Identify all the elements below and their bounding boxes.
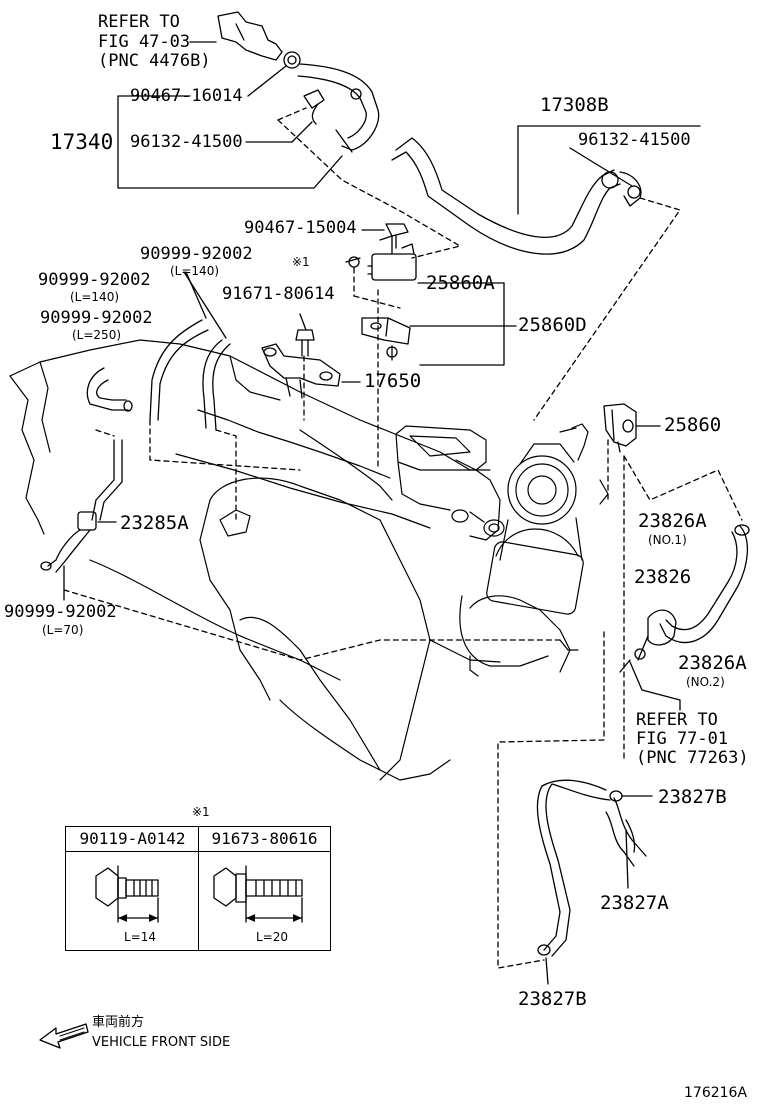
vehicle-front-arrow-icon	[39, 1023, 89, 1049]
part-17308b: 17308B	[540, 94, 609, 116]
part-90999-92002-c: 90999-92002	[40, 308, 153, 328]
table-note-mark: ※1	[192, 805, 210, 819]
part-23826: 23826	[634, 566, 692, 588]
ref-fig7701-line2: FIG 77-01	[636, 729, 729, 749]
pcv-connector	[217, 11, 301, 69]
part-90999-92002-a: 90999-92002	[140, 244, 253, 264]
ref-fig4703-line2: FIG 47-03	[98, 32, 191, 52]
part-23827b-lower: 23827B	[518, 988, 587, 1010]
table-length-1: L=14	[124, 930, 157, 944]
part-90467-15004: 90467-15004	[244, 218, 357, 238]
length-140-a: (L=140)	[170, 264, 220, 278]
table-length-2: L=20	[256, 930, 289, 944]
length-140-b: (L=140)	[70, 290, 120, 304]
vsv-25860a	[367, 235, 417, 281]
engine-block	[9, 339, 609, 781]
part-23827b-upper: 23827B	[658, 786, 727, 808]
bolt-90119-a0142	[95, 865, 159, 923]
bolt-91671-80614	[295, 329, 315, 357]
part-25860a: 25860A	[426, 272, 495, 294]
label-no2: (NO.2)	[686, 675, 725, 689]
part-90999-92002-b: 90999-92002	[38, 270, 151, 290]
vehicle-front-jp: 車両前方	[92, 1015, 145, 1030]
part-17340: 17340	[50, 130, 114, 154]
part-91671-80614: 91671-80614	[222, 284, 335, 304]
vacuum-hoses-left	[86, 319, 231, 521]
length-250: (L=250)	[72, 328, 122, 342]
part-90467-16014: 90467-16014	[130, 86, 243, 106]
part-96132-41500-b: 96132-41500	[578, 130, 691, 150]
table-column-divider	[198, 827, 199, 950]
label-no1: (NO.1)	[648, 533, 687, 547]
vsv-25860	[603, 403, 637, 453]
part-25860: 25860	[664, 414, 722, 436]
ref-fig7701-line3: (PNC 77263)	[636, 748, 749, 768]
vehicle-front-en: VEHICLE FRONT SIDE	[92, 1035, 231, 1050]
part-17650: 17650	[364, 370, 422, 392]
bracket-25860d	[361, 317, 411, 345]
clip-90467-15004	[385, 223, 409, 249]
part-96132-41500-a: 96132-41500	[130, 132, 243, 152]
part-23285a: 23285A	[120, 512, 189, 534]
bolt-size-table: 90119-A0142 91673-80616 L=14 L=20	[65, 826, 331, 951]
ref-fig7701-line1: REFER TO	[636, 710, 718, 730]
bolt-91673-80616	[213, 865, 303, 923]
hose-23826	[647, 524, 750, 646]
hose-17340	[297, 63, 380, 153]
length-70: (L=70)	[42, 623, 84, 637]
part-23827a: 23827A	[600, 892, 669, 914]
figure-id: 176216A	[684, 1085, 748, 1101]
part-90999-92002-d: 90999-92002	[4, 602, 117, 622]
hose-23827	[536, 779, 647, 957]
part-25860d: 25860D	[518, 314, 587, 336]
note-mark-1: ※1	[292, 255, 310, 269]
bracket-17650	[261, 343, 341, 399]
ref-fig4703-line1: REFER TO	[98, 12, 180, 32]
part-23826a-no2: 23826A	[678, 652, 747, 674]
hose-17308b	[391, 137, 642, 255]
ref-fig4703-line3: (PNC 4476B)	[98, 51, 211, 71]
filter-23285a	[40, 511, 97, 573]
table-header-col2: 91673-80616	[198, 827, 331, 852]
part-23826a-no1: 23826A	[638, 510, 707, 532]
table-header-col1: 90119-A0142	[66, 827, 199, 852]
